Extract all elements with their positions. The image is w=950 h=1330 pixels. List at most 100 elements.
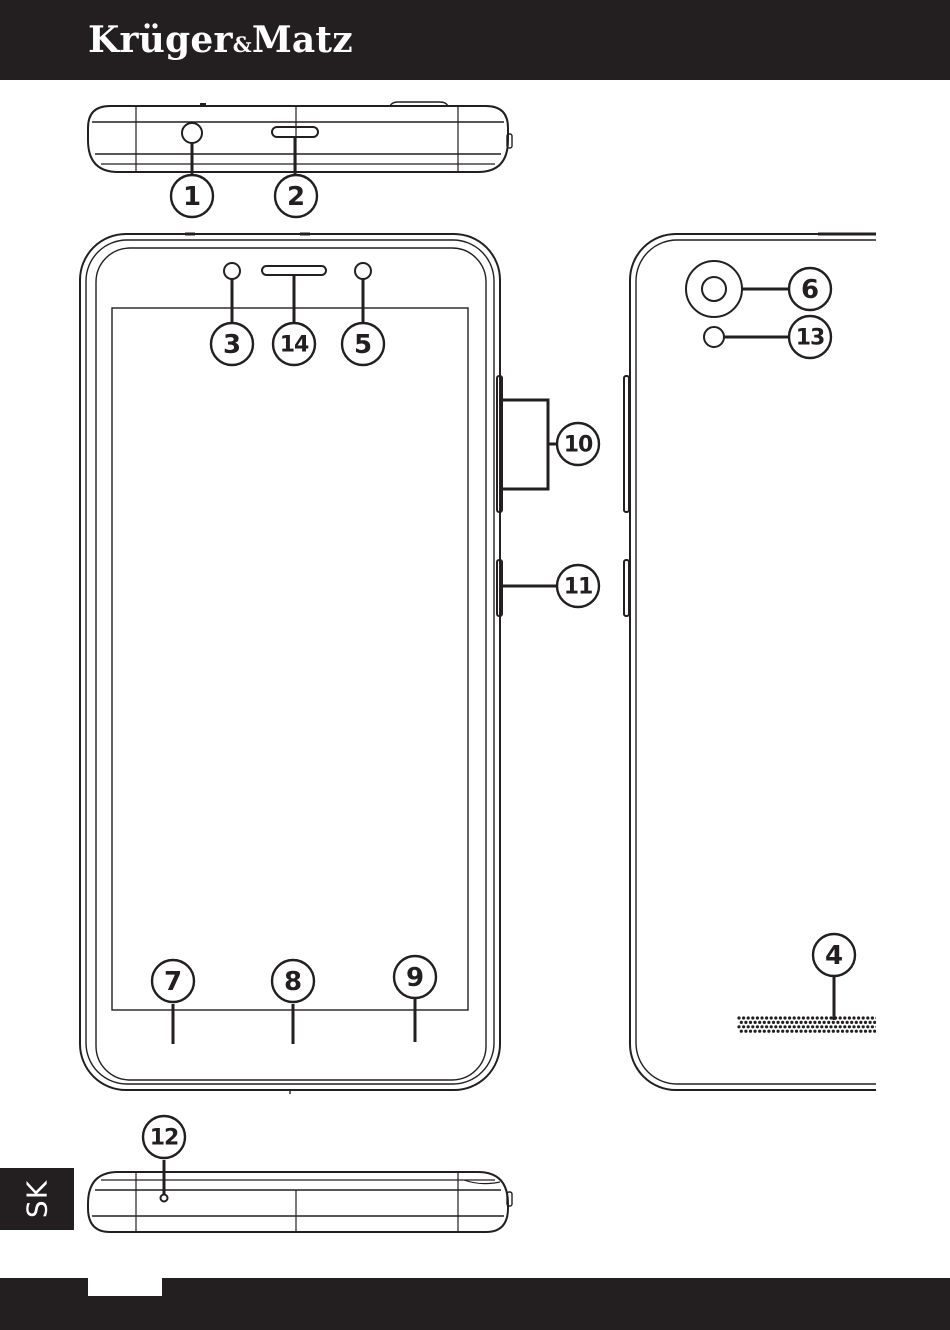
grille-dot: [816, 1025, 819, 1028]
grille-dot: [839, 1025, 842, 1028]
rear-camera-icon: [686, 261, 742, 317]
grille-dot: [740, 1030, 743, 1033]
callout-9-number: 9: [406, 963, 424, 993]
earpiece-icon: [262, 266, 326, 275]
grille-dot: [813, 1030, 816, 1033]
usb-port-icon: [272, 127, 318, 137]
grille-dot: [749, 1030, 752, 1033]
grille-dot: [841, 1030, 844, 1033]
grille-dot: [820, 1016, 823, 1019]
callout-13: 13: [789, 316, 831, 358]
phone-back: [624, 234, 950, 1090]
grille-dot: [869, 1030, 872, 1033]
grille-dot: [779, 1016, 782, 1019]
callout-3-number: 3: [223, 330, 241, 360]
grille-dot: [871, 1025, 874, 1028]
grille-dot: [832, 1021, 835, 1024]
grille-dot: [823, 1021, 826, 1024]
front-sensor-icon: [224, 263, 240, 279]
grille-dot: [869, 1021, 872, 1024]
grille-dot: [756, 1016, 759, 1019]
grille-dot: [770, 1025, 773, 1028]
grille-dot: [878, 1030, 881, 1033]
front-screen: [112, 308, 468, 1010]
grille-dot: [873, 1021, 876, 1024]
grille-dot: [754, 1030, 757, 1033]
callout-6: 6: [789, 268, 831, 310]
grille-dot: [809, 1030, 812, 1033]
grille-dot: [880, 1025, 883, 1028]
grille-dot: [864, 1030, 867, 1033]
grille-dot: [749, 1021, 752, 1024]
grille-dot: [772, 1021, 775, 1024]
callout-10-number: 10: [564, 433, 593, 458]
grille-dot: [790, 1021, 793, 1024]
grille-dot: [850, 1030, 853, 1033]
grille-dot: [760, 1025, 763, 1028]
grille-dot: [882, 1030, 885, 1033]
grille-dot: [859, 1030, 862, 1033]
grille-dot: [848, 1016, 851, 1019]
grille-dot: [846, 1021, 849, 1024]
callout-10: 10: [557, 423, 599, 465]
grille-dot: [802, 1016, 805, 1019]
callout-12: 12: [143, 1116, 185, 1158]
grille-dot: [875, 1016, 878, 1019]
loudspeaker-grille-icon: [737, 1016, 885, 1032]
grille-dot: [823, 1030, 826, 1033]
grille-dot: [777, 1030, 780, 1033]
grille-dot: [864, 1021, 867, 1024]
grille-dot: [806, 1025, 809, 1028]
callout-13-number: 13: [796, 326, 825, 351]
grille-dot: [800, 1030, 803, 1033]
grille-dot: [747, 1016, 750, 1019]
grille-dot: [793, 1016, 796, 1019]
grille-dot: [852, 1016, 855, 1019]
callout-12-number: 12: [150, 1126, 179, 1151]
grille-dot: [843, 1025, 846, 1028]
grille-dot: [800, 1021, 803, 1024]
grille-dot: [740, 1021, 743, 1024]
grille-dot: [806, 1016, 809, 1019]
grille-dot: [825, 1025, 828, 1028]
grille-dot: [770, 1016, 773, 1019]
grille-dot: [777, 1021, 780, 1024]
grille-dot: [850, 1021, 853, 1024]
grille-dot: [737, 1025, 740, 1028]
grille-dot: [855, 1021, 858, 1024]
grille-dot: [866, 1025, 869, 1028]
callout-7: 7: [152, 960, 194, 1002]
callout-9: 9: [394, 956, 436, 998]
grille-dot: [751, 1016, 754, 1019]
callout-6-number: 6: [801, 275, 819, 305]
grille-dot: [742, 1025, 745, 1028]
front-camera-icon: [355, 263, 371, 279]
grille-dot: [818, 1030, 821, 1033]
microphone-icon: [161, 1195, 168, 1202]
grille-dot: [797, 1016, 800, 1019]
grille-dot: [862, 1025, 865, 1028]
grille-dot: [767, 1030, 770, 1033]
grille-dot: [878, 1021, 881, 1024]
phone-bottom-edge: [88, 1172, 512, 1232]
grille-dot: [758, 1030, 761, 1033]
grille-dot: [783, 1025, 786, 1028]
grille-dot: [855, 1030, 858, 1033]
grille-dot: [829, 1025, 832, 1028]
grille-dot: [788, 1025, 791, 1028]
grille-dot: [811, 1025, 814, 1028]
callout-4-number: 4: [825, 941, 843, 971]
grille-dot: [857, 1016, 860, 1019]
callout-1-number: 1: [183, 182, 201, 212]
callout-11-number: 11: [564, 575, 593, 600]
grille-dot: [742, 1016, 745, 1019]
grille-dot: [765, 1016, 768, 1019]
grille-dot: [772, 1030, 775, 1033]
grille-dot: [816, 1016, 819, 1019]
grille-dot: [804, 1021, 807, 1024]
grille-dot: [751, 1025, 754, 1028]
grille-dot: [788, 1016, 791, 1019]
headphone-jack-icon: [182, 123, 202, 143]
grille-dot: [862, 1016, 865, 1019]
grille-dot: [786, 1021, 789, 1024]
